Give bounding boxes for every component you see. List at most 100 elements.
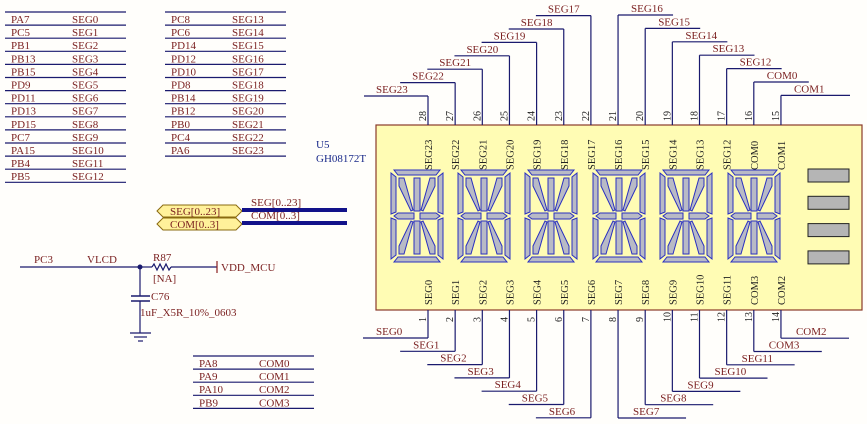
seg-port[interactable]: SEG[0..23] xyxy=(156,204,243,218)
port-pin: PD8 xyxy=(171,80,191,92)
lcd-segment xyxy=(594,169,644,176)
pin-name: COM3 xyxy=(750,276,761,305)
port-pin: PD12 xyxy=(171,53,196,65)
lcd-segment xyxy=(622,220,638,255)
lcd-segment xyxy=(595,212,617,220)
signal-name: SEG13 xyxy=(232,14,264,26)
indicator-bar xyxy=(807,195,850,210)
lcd-segment xyxy=(667,177,683,212)
com-port[interactable]: COM[0..3] xyxy=(156,217,243,231)
lcd-segment xyxy=(457,217,464,261)
lcd-segment xyxy=(571,171,578,215)
net-label: SEG14 xyxy=(685,30,717,42)
lcd-segment xyxy=(526,256,576,263)
lcd-segment xyxy=(667,220,683,255)
port-pin: PC6 xyxy=(171,27,190,39)
indicator-bar xyxy=(807,250,850,265)
port-pin: PB4 xyxy=(11,158,30,170)
lcd-segment xyxy=(757,220,773,255)
pin-number: 8 xyxy=(608,317,619,322)
pin-number: 2 xyxy=(445,317,456,322)
signal-name: SEG23 xyxy=(232,145,264,157)
sixteen-segment-digit xyxy=(390,169,444,263)
port-pin: PB12 xyxy=(171,106,195,118)
net-label: SEG9 xyxy=(687,379,714,391)
pin-number: 9 xyxy=(635,317,646,322)
resistor-r87-symbol[interactable] xyxy=(151,262,172,272)
signal-name: SEG8 xyxy=(72,119,99,131)
pin-number: 6 xyxy=(554,317,565,322)
port-pin: PD10 xyxy=(171,66,197,78)
lcd-segment xyxy=(553,212,575,220)
lcd-segment xyxy=(532,177,548,212)
pin-name: SEG11 xyxy=(723,275,734,305)
r87-value: [NA] xyxy=(153,273,176,285)
lcd-body[interactable] xyxy=(375,124,863,311)
signal-name: SEG0 xyxy=(72,14,99,26)
lcd-segment xyxy=(689,220,705,255)
pin-number: 4 xyxy=(499,317,510,322)
pin-name: SEG5 xyxy=(560,280,571,305)
net-label: SEG16 xyxy=(631,3,663,15)
lcd-segment xyxy=(487,220,503,255)
com-bus-label: COM[0..3] xyxy=(251,210,300,222)
vlcd-net-label: VLCD xyxy=(87,254,117,266)
lcd-segment xyxy=(457,171,464,215)
lcd-segment xyxy=(600,177,616,212)
port-pin: PB15 xyxy=(11,66,36,78)
pin-number: 13 xyxy=(744,312,755,322)
pin-number: 11 xyxy=(690,312,701,322)
pin-name: SEG16 xyxy=(614,140,625,170)
sixteen-segment-digit xyxy=(592,169,646,263)
port-pin: PB1 xyxy=(11,40,30,52)
sixteen-segment-digit xyxy=(659,169,713,263)
net-label: SEG6 xyxy=(549,406,576,418)
lcd-segment xyxy=(465,177,481,212)
vlcd-circuit: PC3 VLCD R87 [NA] VDD_MCU C76 1uF_X5R_10… xyxy=(20,252,275,342)
signal-name: SEG2 xyxy=(72,40,98,52)
lcd-segment xyxy=(592,171,599,215)
signal-name: SEG15 xyxy=(232,40,264,52)
pin-name: SEG20 xyxy=(505,140,516,170)
pin-number: 26 xyxy=(472,111,483,121)
lcd-segment xyxy=(727,171,734,215)
signal-name: COM0 xyxy=(259,358,290,370)
port-pin: PD13 xyxy=(11,106,37,118)
